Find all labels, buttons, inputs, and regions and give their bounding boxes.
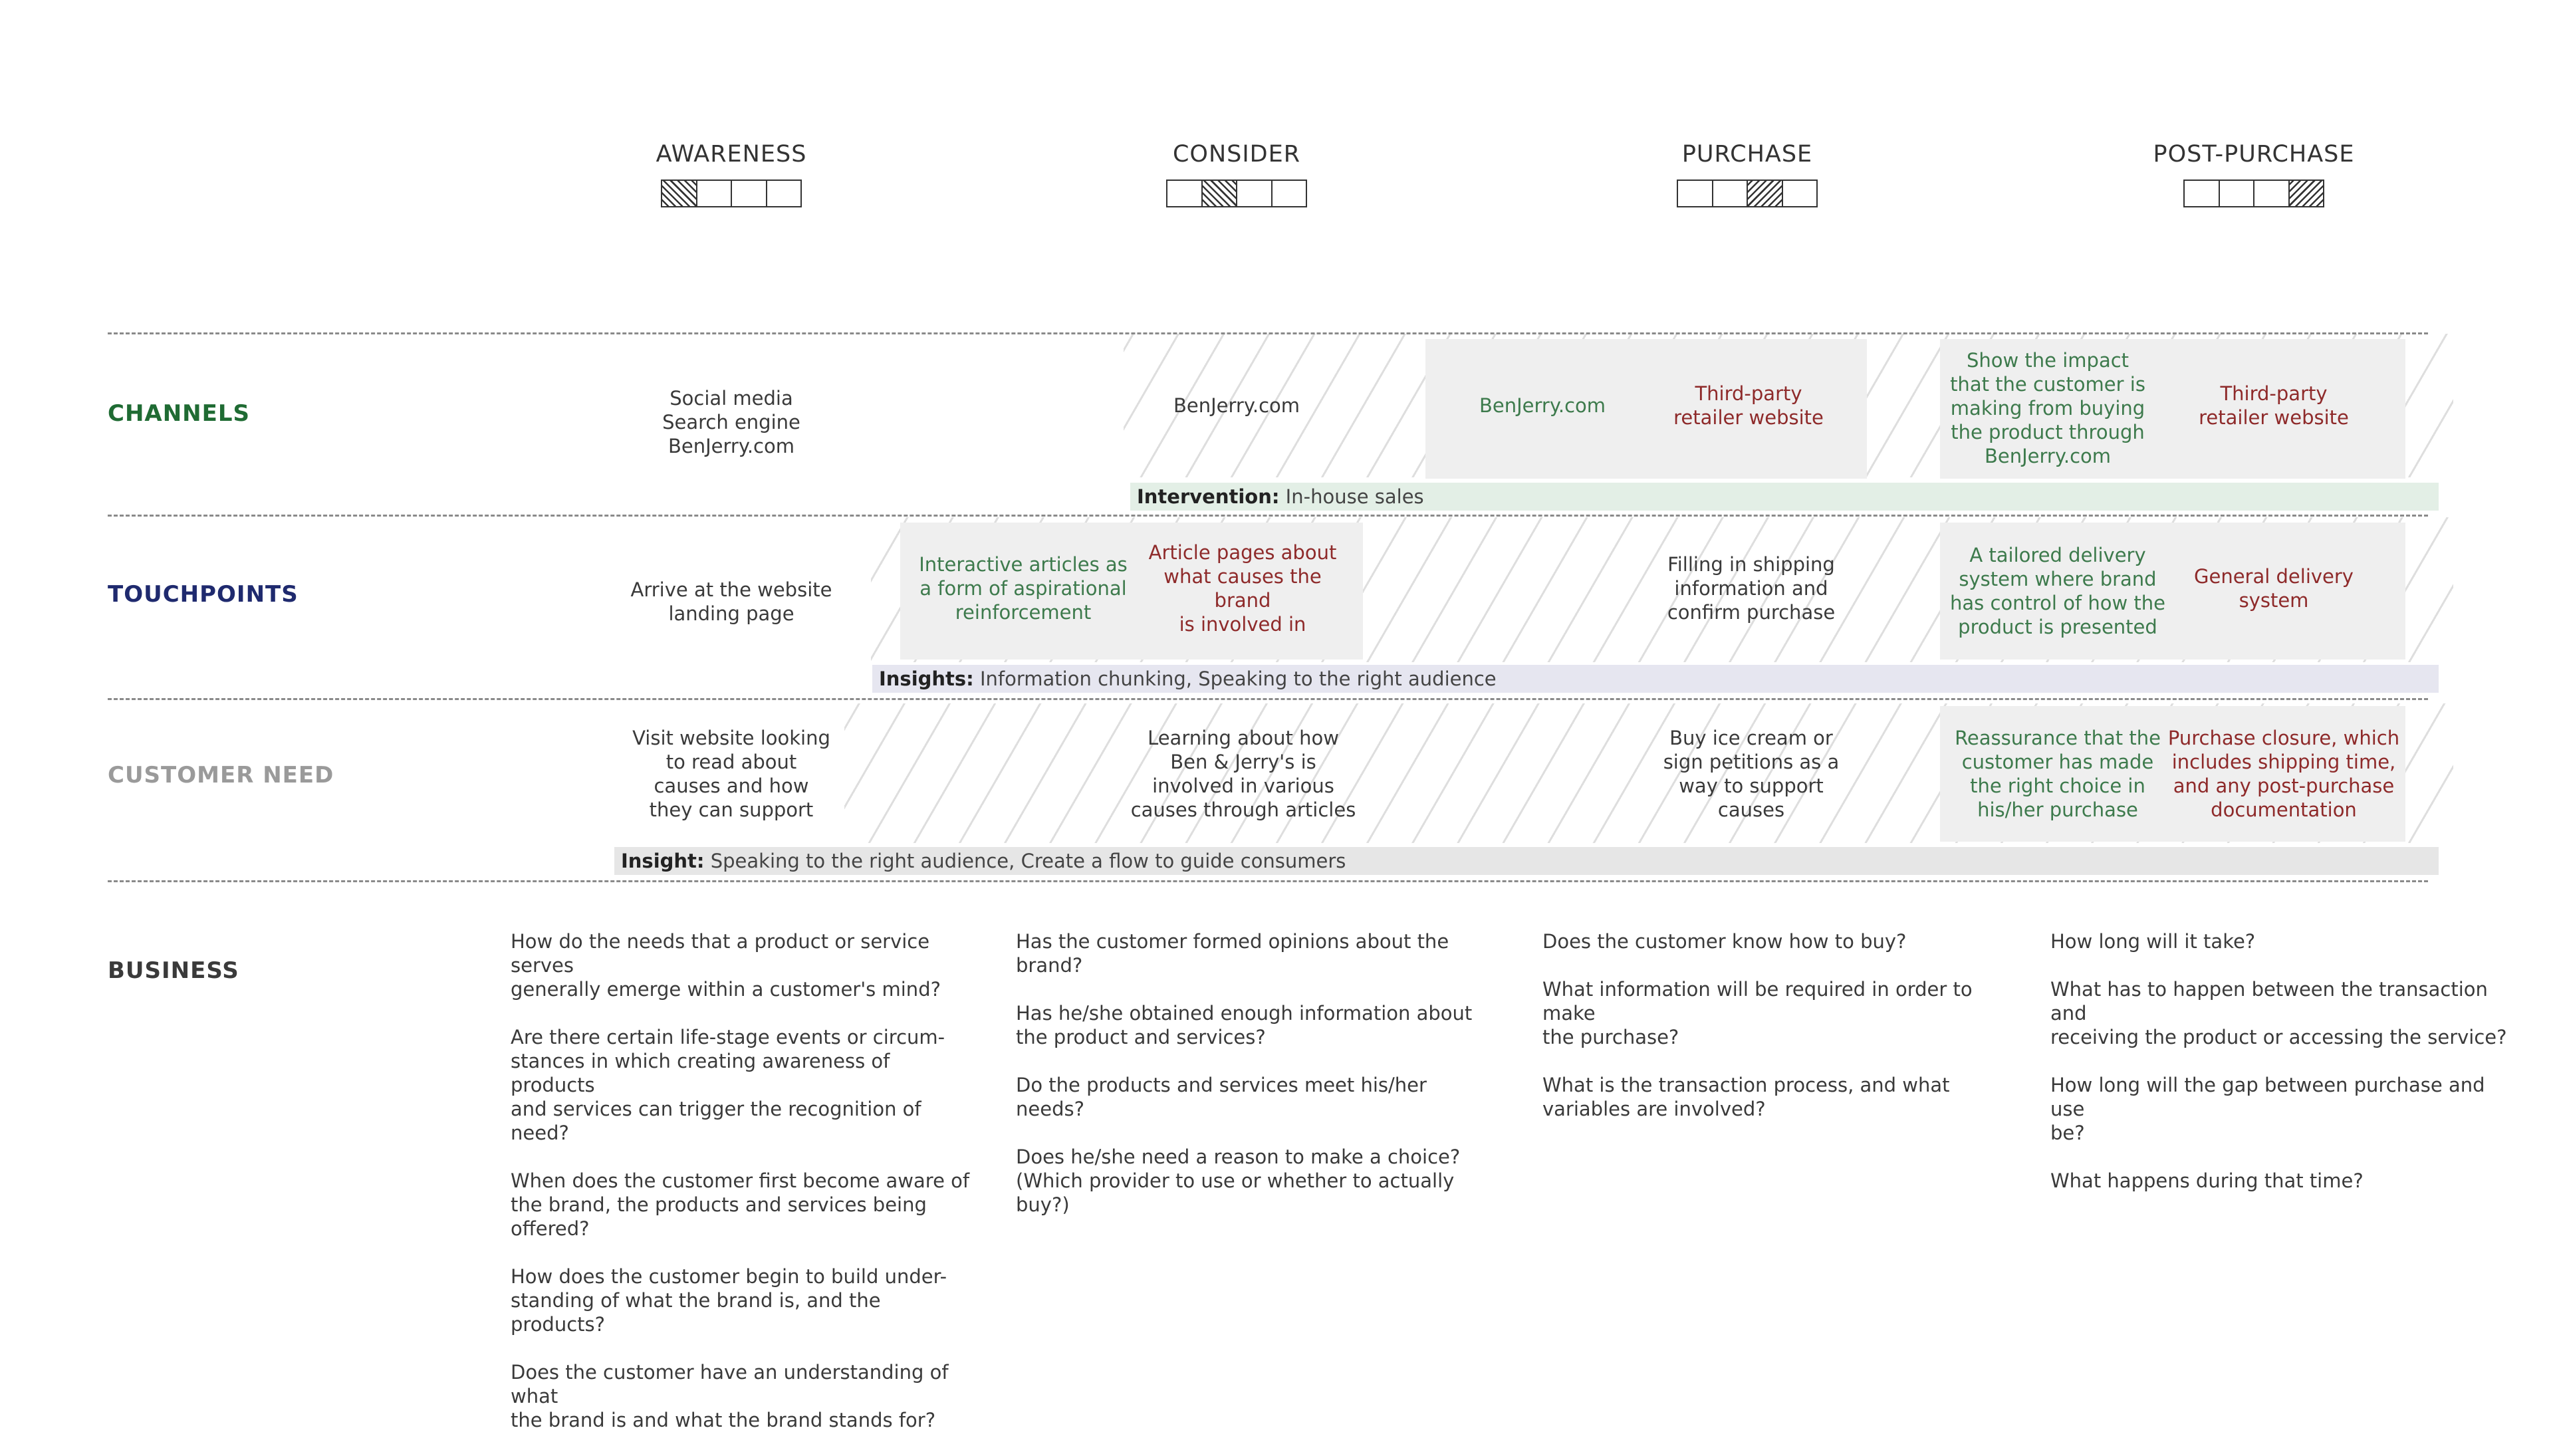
intervention-bar: Intervention: In-house sales <box>1130 483 2439 511</box>
indicator-cell <box>2220 181 2254 206</box>
row-divider <box>108 880 2428 882</box>
touchpoints-consider-article-pages: Article pages about what causes the bran… <box>1148 541 1337 636</box>
touchpoints-purchase-text: Filling in shipping information and conf… <box>1667 553 1836 624</box>
customer-need-consider-text: Learning about how Ben & Jerry's is invo… <box>1130 727 1356 821</box>
row-divider <box>108 332 2428 334</box>
insights-bar: Insights: Information chunking, Speaking… <box>872 665 2439 693</box>
touchpoints-consider-articles: Interactive articles as a form of aspira… <box>919 553 1128 624</box>
insights-label: Insights: <box>879 667 974 690</box>
indicator-cell-active <box>662 181 697 206</box>
indicator-cell-active <box>2289 181 2323 206</box>
business-question: How does the customer begin to build und… <box>511 1265 947 1336</box>
channels-purchase-box <box>1425 339 1867 479</box>
customer-need-purchase-text: Buy ice cream or sign petitions as a way… <box>1663 727 1840 821</box>
indicator-cell <box>1783 181 1817 206</box>
business-purchase-questions: Does the customer know how to buy? What … <box>1542 929 2008 1145</box>
channels-post-purchase-box <box>1940 339 2405 479</box>
stage-indicator <box>1166 180 1307 207</box>
stage-indicator <box>2183 180 2324 207</box>
business-question: How long will the gap between purchase a… <box>2050 1074 2485 1144</box>
indicator-cell <box>697 181 732 206</box>
business-question: Are there certain life-stage events or c… <box>511 1026 945 1144</box>
stage-title: POST-PURCHASE <box>2153 141 2355 168</box>
business-question: What has to happen between the transacti… <box>2050 978 2507 1048</box>
business-question: What happens during that time? <box>2050 1169 2364 1192</box>
customer-need-post-purchase-box <box>1940 706 2405 842</box>
stage-title: CONSIDER <box>1172 141 1301 168</box>
insight-label: Insight: <box>621 850 705 872</box>
intervention-label: Intervention: <box>1137 485 1280 508</box>
touchpoints-post-general: General delivery system <box>2194 565 2354 612</box>
business-question: Does he/she need a reason to make a choi… <box>1016 1146 1461 1216</box>
stage-title: PURCHASE <box>1681 141 1813 168</box>
row-label-touchpoints: TOUCHPOINTS <box>108 581 299 608</box>
customer-need-post-closure: Purchase closure, which includes shippin… <box>2167 727 2400 821</box>
row-divider <box>108 698 2428 700</box>
indicator-cell <box>1273 181 1306 206</box>
row-label-customer-need: CUSTOMER NEED <box>108 762 334 789</box>
stage-indicator <box>1677 180 1818 207</box>
channels-purchase-benjerry: BenJerry.com <box>1479 394 1606 417</box>
stage-indicator <box>661 180 802 207</box>
indicator-cell <box>732 181 767 206</box>
business-question: What information will be required in ord… <box>1542 978 1973 1048</box>
stage-title: AWARENESS <box>656 141 807 168</box>
business-awareness-questions: How do the needs that a product or servi… <box>511 929 976 1456</box>
indicator-cell <box>1678 181 1713 206</box>
indicator-cell <box>767 181 801 206</box>
business-consider-questions: Has the customer formed opinions about t… <box>1016 929 1481 1241</box>
row-label-channels: CHANNELS <box>108 400 251 427</box>
insight-text: Speaking to the right audience, Create a… <box>704 850 1346 872</box>
business-question: Has he/she obtained enough information a… <box>1016 1002 1473 1048</box>
indicator-cell <box>1237 181 1273 206</box>
business-question: Do the products and services meet his/he… <box>1016 1074 1427 1120</box>
indicator-cell <box>1167 181 1203 206</box>
channels-post-impact: Show the impact that the customer is mak… <box>1950 349 2145 467</box>
channels-awareness-text: Social media Search engine BenJerry.com <box>662 387 800 457</box>
business-question: Does the customer know how to buy? <box>1542 930 1907 953</box>
touchpoints-post-tailored: A tailored delivery system where brand h… <box>1949 544 2166 638</box>
customer-need-post-reassurance: Reassurance that the customer has made t… <box>1955 727 2161 821</box>
indicator-cell <box>2254 181 2290 206</box>
touchpoints-consider-box <box>900 523 1363 660</box>
channels-post-third-party: Third-party retailer website <box>2199 382 2349 429</box>
business-post-purchase-questions: How long will it take? What has to happe… <box>2050 929 2516 1217</box>
business-question: Has the customer formed opinions about t… <box>1016 930 1449 977</box>
touchpoints-awareness-text: Arrive at the website landing page <box>630 578 832 625</box>
indicator-cell-active <box>1748 181 1783 206</box>
channels-purchase-third-party: Third-party retailer website <box>1673 382 1824 429</box>
indicator-cell <box>1713 181 1748 206</box>
customer-need-awareness-text: Visit website looking to read about caus… <box>632 727 830 821</box>
insights-text: Information chunking, Speaking to the ri… <box>973 667 1497 690</box>
indicator-cell-active <box>1202 181 1237 206</box>
intervention-text: In-house sales <box>1279 485 1424 508</box>
business-question: Does the customer have an understanding … <box>511 1361 949 1431</box>
insight-bar: Insight: Speaking to the right audience,… <box>614 847 2439 875</box>
business-question: What is the transaction process, and wha… <box>1542 1074 1950 1120</box>
row-divider <box>108 515 2428 517</box>
row-label-business: BUSINESS <box>108 957 239 984</box>
business-question: How do the needs that a product or servi… <box>511 930 941 1001</box>
business-question: When does the customer first become awar… <box>511 1169 970 1240</box>
indicator-cell <box>2185 181 2220 206</box>
business-question: How long will it take? <box>2050 930 2256 953</box>
touchpoints-post-purchase-box <box>1940 523 2405 660</box>
channels-consider-text: BenJerry.com <box>1173 394 1300 417</box>
